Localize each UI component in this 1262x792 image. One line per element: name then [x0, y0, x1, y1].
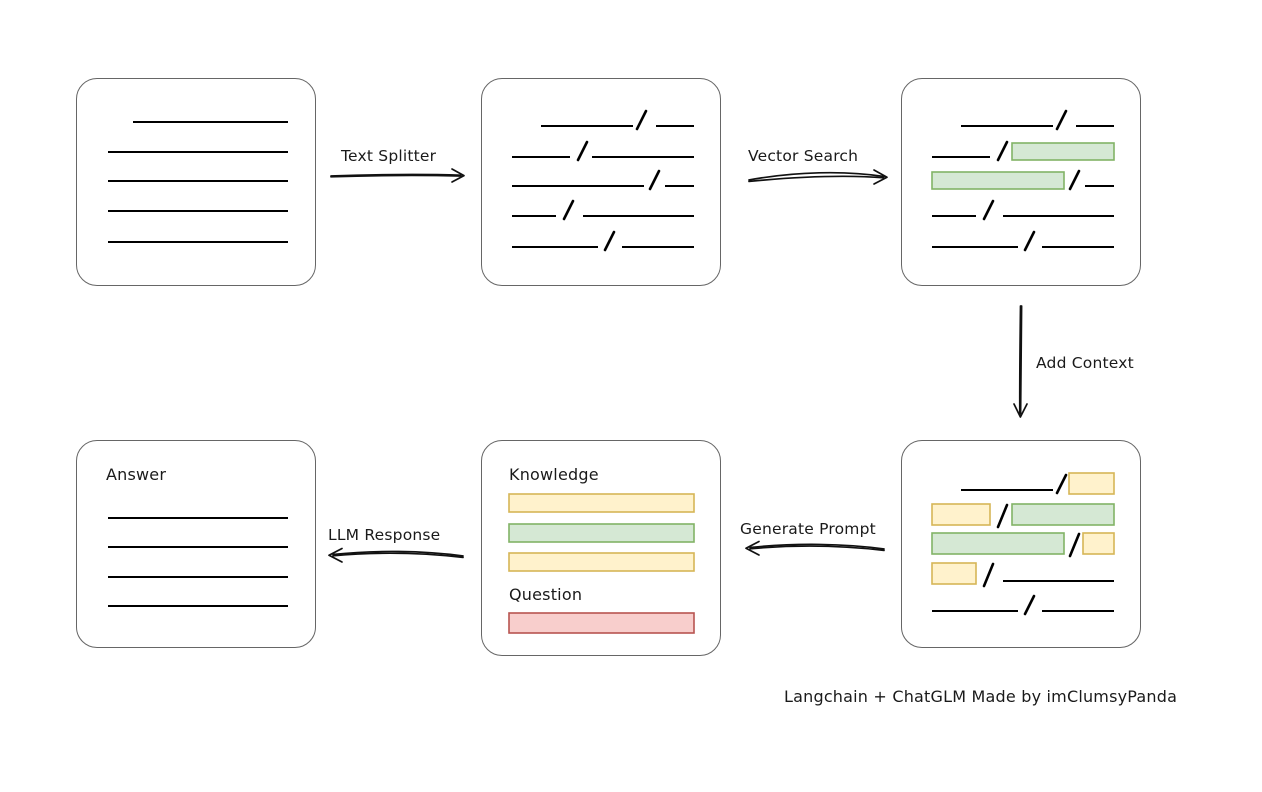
- arrow-add-context: [1013, 305, 1028, 418]
- prompt-question-heading: Question: [509, 585, 583, 604]
- edge-label-generate-prompt: Generate Prompt: [740, 520, 876, 538]
- edge-label-vector-search: Vector Search: [748, 147, 859, 165]
- node-context-chunks[interactable]: [901, 440, 1141, 648]
- node-retrieved-chunks[interactable]: [901, 78, 1141, 286]
- diagram-caption: Langchain + ChatGLM Made by imClumsyPand…: [784, 687, 1178, 706]
- edge-label-llm-response: LLM Response: [328, 526, 441, 544]
- edge-label-add-context: Add Context: [1036, 354, 1134, 372]
- prompt-knowledge-heading: Knowledge: [509, 465, 599, 484]
- node-source-document[interactable]: [76, 78, 316, 286]
- node-answer[interactable]: [76, 440, 316, 648]
- edge-label-text-splitter: Text Splitter: [341, 147, 437, 165]
- node-split-chunks[interactable]: [481, 78, 721, 286]
- arrow-vector-search: [748, 169, 888, 185]
- answer-box-label: Answer: [106, 465, 167, 484]
- arrow-generate-prompt: [745, 540, 885, 556]
- arrow-llm-response: [328, 547, 464, 563]
- arrow-text-splitter: [330, 168, 465, 183]
